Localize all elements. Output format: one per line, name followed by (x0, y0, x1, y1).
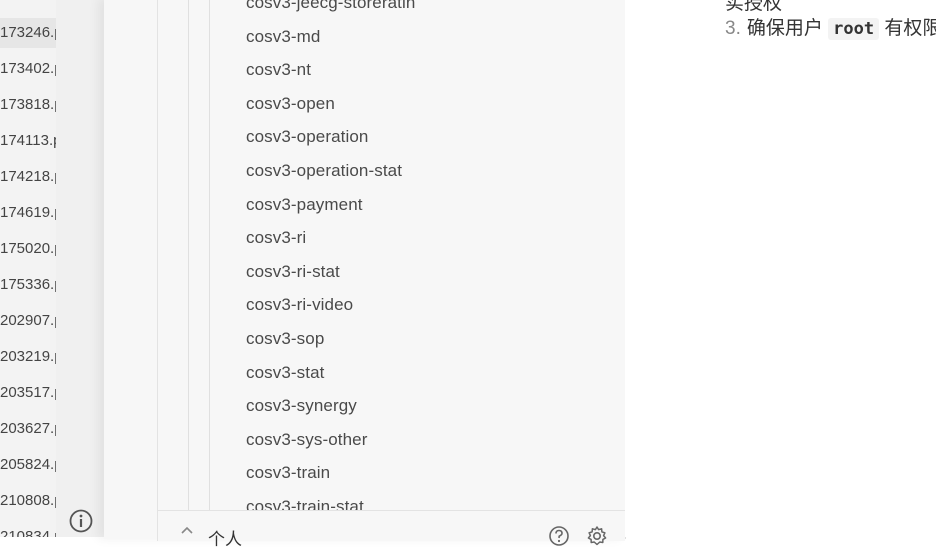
document-view: 实授权 3.确保用户 root 有权限 (625, 0, 936, 537)
file-list-item[interactable]: 174619.p (0, 204, 56, 221)
doc-text: 有权限 (879, 18, 936, 39)
file-list-item[interactable]: 173818.p (0, 96, 56, 113)
folder-tree-item[interactable]: cosv3-sop (246, 329, 325, 348)
file-list-item[interactable]: 203219.p (0, 348, 56, 365)
activity-bar (56, 0, 104, 537)
folder-tree-item[interactable]: cosv3-ri-stat (246, 261, 340, 281)
file-list-item[interactable]: 174218.p (0, 168, 56, 185)
folder-tree-item[interactable]: cosv3-jeecg-storeratin (246, 0, 416, 12)
chevron-up-icon[interactable] (180, 525, 194, 535)
folder-tree-item[interactable]: cosv3-ri-video (246, 295, 354, 315)
file-list-item[interactable]: 173246.p (0, 18, 56, 48)
folder-tree-item[interactable]: cosv3-synergy (246, 396, 357, 416)
file-list-item[interactable]: 203517.p (0, 384, 56, 401)
folder-tree-item[interactable]: cosv3-md (246, 26, 321, 46)
file-list: 173246.p 173402.p 173818.p 174113.p 174218.p… (0, 0, 56, 537)
tree-indent-guide (209, 0, 210, 510)
tree-indent-guide (188, 0, 189, 510)
file-list-item[interactable]: 210834.p (0, 528, 56, 537)
file-list-item[interactable]: 205824.p (0, 456, 56, 473)
info-icon[interactable] (68, 508, 94, 534)
folder-tree-item[interactable]: cosv3-ri (246, 228, 307, 248)
folder-tree-item[interactable]: cosv3-stat (246, 362, 325, 382)
folder-tree-item[interactable]: cosv3-payment (246, 194, 363, 214)
list-number: 3. (725, 18, 741, 39)
file-list-item[interactable]: 173402.p (0, 60, 56, 77)
help-circle-icon[interactable] (548, 525, 570, 547)
footer-label[interactable]: 个人 (208, 530, 242, 549)
panel-footer: 个人 (157, 510, 625, 549)
folder-tree-item[interactable]: cosv3-open (246, 93, 335, 113)
file-list-item[interactable]: 203627.p (0, 420, 56, 437)
document-list-item: 3.确保用户 root 有权限 (725, 13, 936, 40)
inline-code: root (828, 18, 880, 40)
gear-icon[interactable] (586, 525, 608, 547)
folder-tree-item[interactable]: cosv3-sys-other (246, 429, 368, 449)
document-prev-line: 实授权 (725, 0, 783, 14)
doc-text: 确保用户 (746, 18, 829, 39)
file-list-item[interactable]: 175020.p (0, 240, 56, 257)
folder-tree-item[interactable]: cosv3-operation-stat (246, 161, 403, 180)
folder-tree: cosv3-jeecg-storeratin cosv3-md cosv3-nt co… (157, 0, 625, 510)
folder-tree-item[interactable]: cosv3-train (246, 463, 331, 483)
file-list-item[interactable]: 174113.p (0, 132, 56, 149)
folder-tree-item[interactable]: cosv3-nt (246, 60, 312, 80)
folder-tree-item[interactable]: cosv3-train-stat (246, 497, 364, 510)
folder-tree-item[interactable]: cosv3-operation (246, 127, 369, 147)
file-list-item[interactable]: 210808.p (0, 492, 56, 509)
file-list-item[interactable]: 175336.p (0, 276, 56, 293)
file-list-item[interactable]: 202907.p (0, 312, 56, 329)
folder-panel: cosv3-jeecg-storeratin cosv3-md cosv3-nt co… (104, 0, 626, 549)
